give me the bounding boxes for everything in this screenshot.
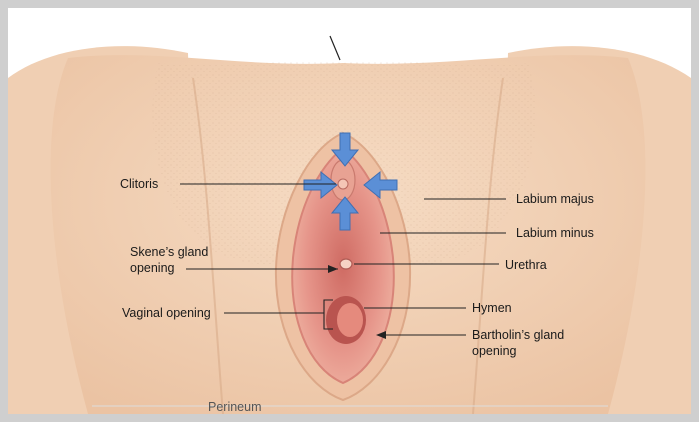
anatomy-illustration: Clitoris Skene’s gland opening Vaginal o… bbox=[8, 8, 691, 414]
label-urethra: Urethra bbox=[505, 258, 547, 273]
label-labium-majus: Labium majus bbox=[516, 192, 594, 207]
label-bartholins-gland-line2: opening bbox=[472, 344, 517, 359]
urethral-opening bbox=[340, 259, 352, 269]
hymen bbox=[337, 303, 363, 337]
label-skenes-gland-line1: Skene’s gland bbox=[130, 245, 208, 260]
vulva-diagram bbox=[8, 8, 691, 414]
label-labium-minus: Labium minus bbox=[516, 226, 594, 241]
label-perineum: Perineum bbox=[208, 400, 262, 414]
label-skenes-gland-line2: opening bbox=[130, 261, 175, 276]
clitoris-glans bbox=[338, 179, 348, 189]
label-bartholins-gland-line1: Bartholin’s gland bbox=[472, 328, 564, 343]
label-hymen: Hymen bbox=[472, 301, 512, 316]
label-vaginal-opening: Vaginal opening bbox=[122, 306, 211, 321]
label-clitoris: Clitoris bbox=[120, 177, 158, 192]
